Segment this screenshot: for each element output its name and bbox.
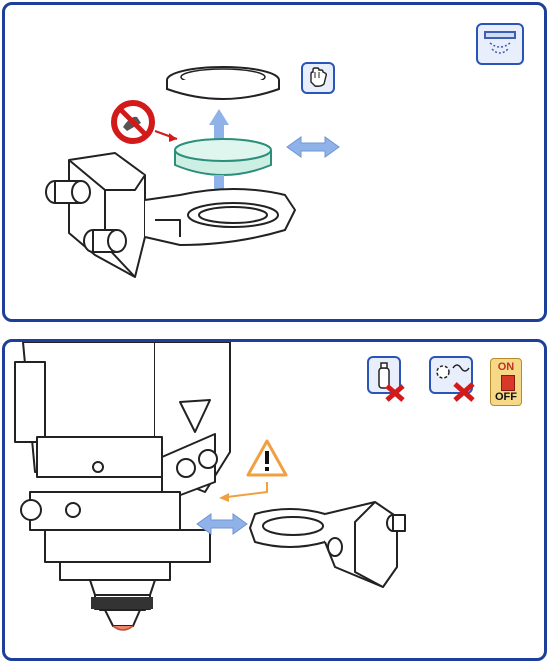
horizontal-double-arrow [286,136,340,158]
no-power-icon [429,356,475,402]
up-arrow [209,109,229,141]
retaining-ring [166,66,280,100]
off-label: OFF [495,391,517,403]
warning-pointer [219,482,268,502]
head-installation-panel: ON OFF [2,339,547,661]
no-touch-lens-icon [111,100,178,144]
lens-holder-drawer [249,501,406,588]
lens-removal-illustration [45,66,340,278]
lens-holder-drawer [45,152,296,278]
switch-toggle [501,375,515,391]
cleaning-wipe-icon [476,23,524,65]
protective-lens [174,138,272,176]
on-label: ON [497,361,515,373]
nozzle [91,597,153,631]
insert-double-arrow [196,513,248,535]
cutting-head-illustration [14,342,406,631]
on-off-switch-icon: ON OFF [490,358,522,406]
no-gas-icon [367,356,405,402]
cutting-head [14,342,231,611]
lens-removal-panel [2,2,547,322]
warning-icon [246,439,288,477]
hand-icon [301,62,335,94]
